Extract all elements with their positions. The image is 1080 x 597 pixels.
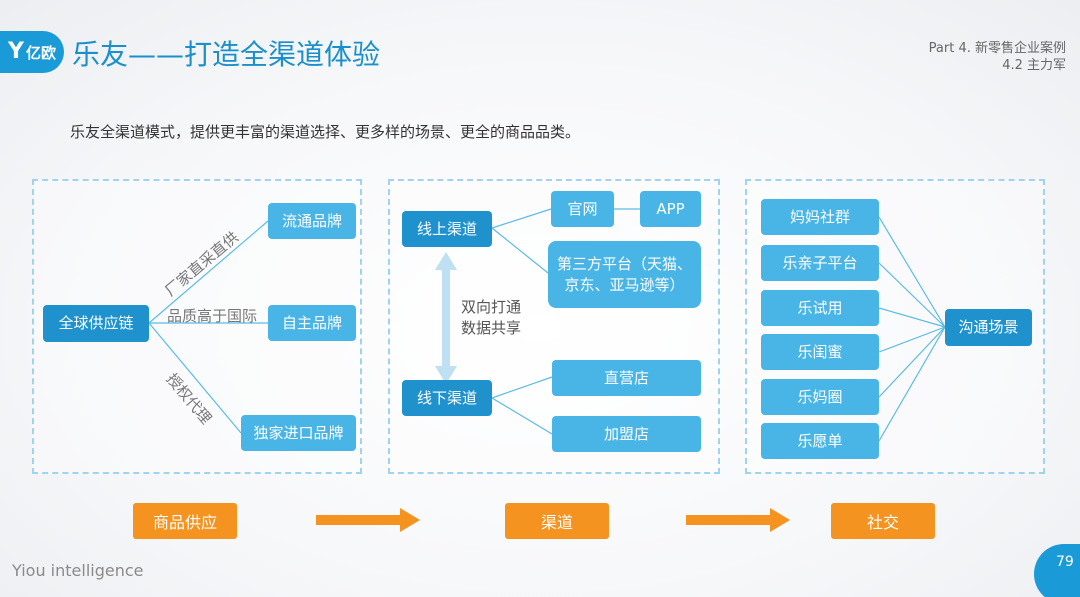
yiou-logo: Y 亿欧 [0,31,64,73]
app-node: APP [640,191,701,227]
page-title: 乐友——打造全渠道体验 [72,38,381,71]
section-subpart: 4.2 主力军 [1002,58,1066,73]
section-label: Part 4. 新零售企业案例 4.2 主力军 [929,40,1066,74]
third-party-platform-node: 第三方平台（天猫、京东、亚马逊等） [548,241,701,308]
data-sharing-line1: 双向打通 [461,298,522,316]
edge-label-quality: 品质高于国际 [167,307,258,325]
social-node-parent-child-platform: 乐亲子平台 [761,245,879,281]
brand-node-circulation: 流通品牌 [268,203,356,239]
social-node-mom-circle: 乐妈圈 [761,379,879,415]
logo-text: 亿欧 [25,43,56,62]
brand-node-own: 自主品牌 [268,305,356,341]
stage-channel: 渠道 [505,503,609,539]
franchise-store-node: 加盟店 [552,416,701,452]
data-sharing-line2: 数据共享 [461,319,522,337]
social-node-trial: 乐试用 [761,290,879,326]
website-node: 官网 [551,191,614,227]
data-sharing-label: 双向打通 数据共享 [461,297,521,339]
stage-social: 社交 [831,503,935,539]
stage-product-supply: 商品供应 [133,503,237,539]
footer-brand: Yiou intelligence [12,561,144,580]
section-part: Part 4. 新零售企业案例 [928,41,1066,56]
social-node-mom-community: 妈妈社群 [761,199,879,235]
direct-store-node: 直营店 [552,360,701,396]
yiou-logo-mark-icon: Y [8,39,24,64]
communication-scenario-node: 沟通场景 [945,309,1032,346]
social-node-wishlist: 乐愿单 [761,423,879,459]
global-supply-chain-node: 全球供应链 [43,305,149,342]
page-number: 79 [1034,544,1080,597]
offline-channel-node: 线下渠道 [402,380,492,416]
online-channel-node: 线上渠道 [402,211,492,247]
social-node-bestie: 乐闺蜜 [761,334,879,370]
page-subtitle: 乐友全渠道模式，提供更丰富的渠道选择、更多样的场景、更全的商品品类。 [70,123,581,141]
brand-node-exclusive-import: 独家进口品牌 [241,415,356,451]
